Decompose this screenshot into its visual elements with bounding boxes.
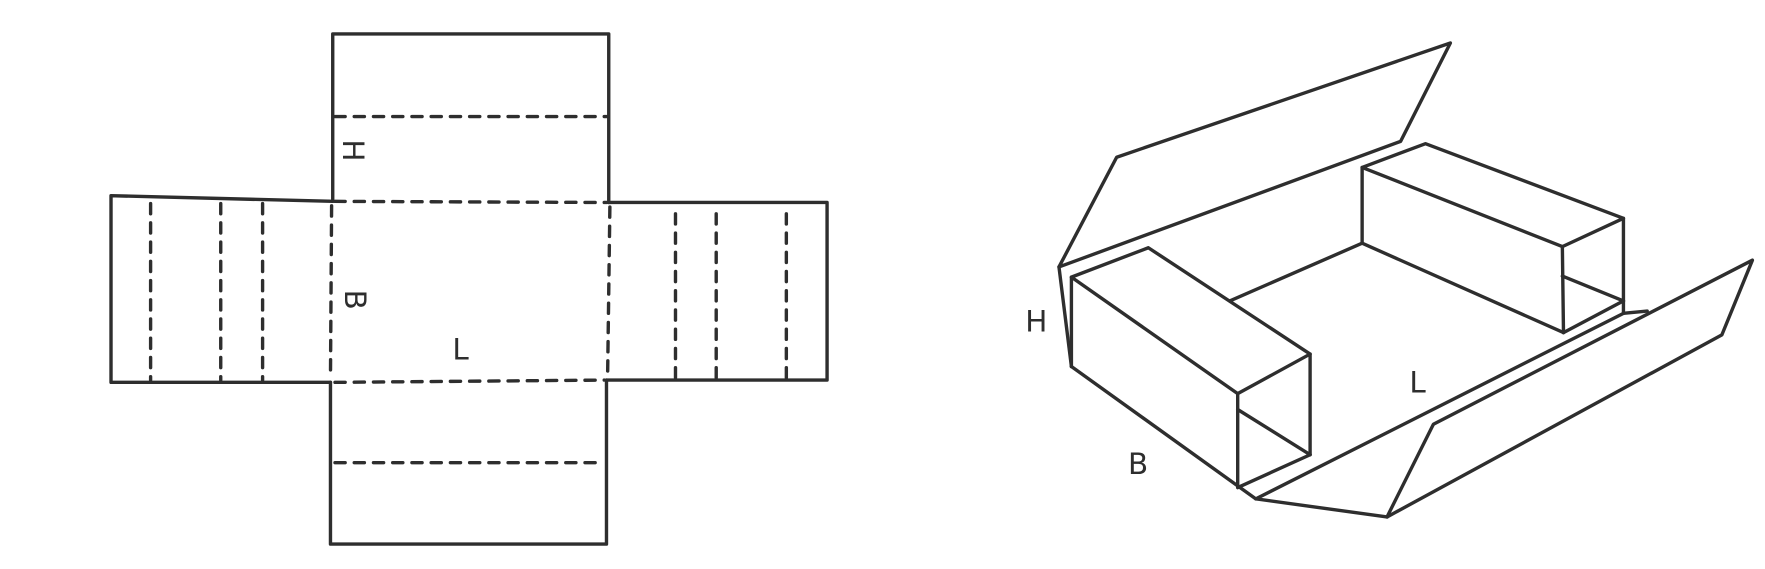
box-edge	[1228, 241, 1364, 303]
front-lid-flap	[1385, 258, 1755, 519]
bottom-panel-outline	[328, 378, 609, 546]
back-lid-flap	[1057, 41, 1453, 269]
length-label: L	[452, 333, 469, 367]
height-label: H	[336, 139, 370, 161]
left-end-top	[1069, 246, 1312, 396]
box-edge	[1057, 265, 1074, 369]
top-panel-outline	[331, 32, 611, 205]
breadth-label: B	[338, 290, 372, 310]
fold-line	[333, 378, 606, 385]
box-edge	[1236, 453, 1312, 490]
right-wing-outline	[604, 200, 829, 382]
fold-line	[328, 204, 334, 380]
height-label: H	[1025, 304, 1047, 338]
flat-net-diagram: H B L	[109, 32, 829, 546]
left-wing-outline	[109, 194, 335, 385]
right-end-top	[1360, 141, 1626, 249]
box-edge	[1236, 407, 1312, 457]
fold-line	[605, 205, 612, 378]
box-edge	[1560, 274, 1626, 303]
box-edge	[1561, 299, 1626, 335]
length-label: L	[1409, 366, 1426, 400]
box-edge	[1254, 309, 1649, 501]
box-edge	[1560, 244, 1566, 335]
box-edge	[1360, 241, 1566, 335]
isometric-box-diagram: H L B	[1025, 41, 1755, 519]
breadth-label: B	[1128, 447, 1148, 481]
fold-line	[333, 199, 609, 205]
